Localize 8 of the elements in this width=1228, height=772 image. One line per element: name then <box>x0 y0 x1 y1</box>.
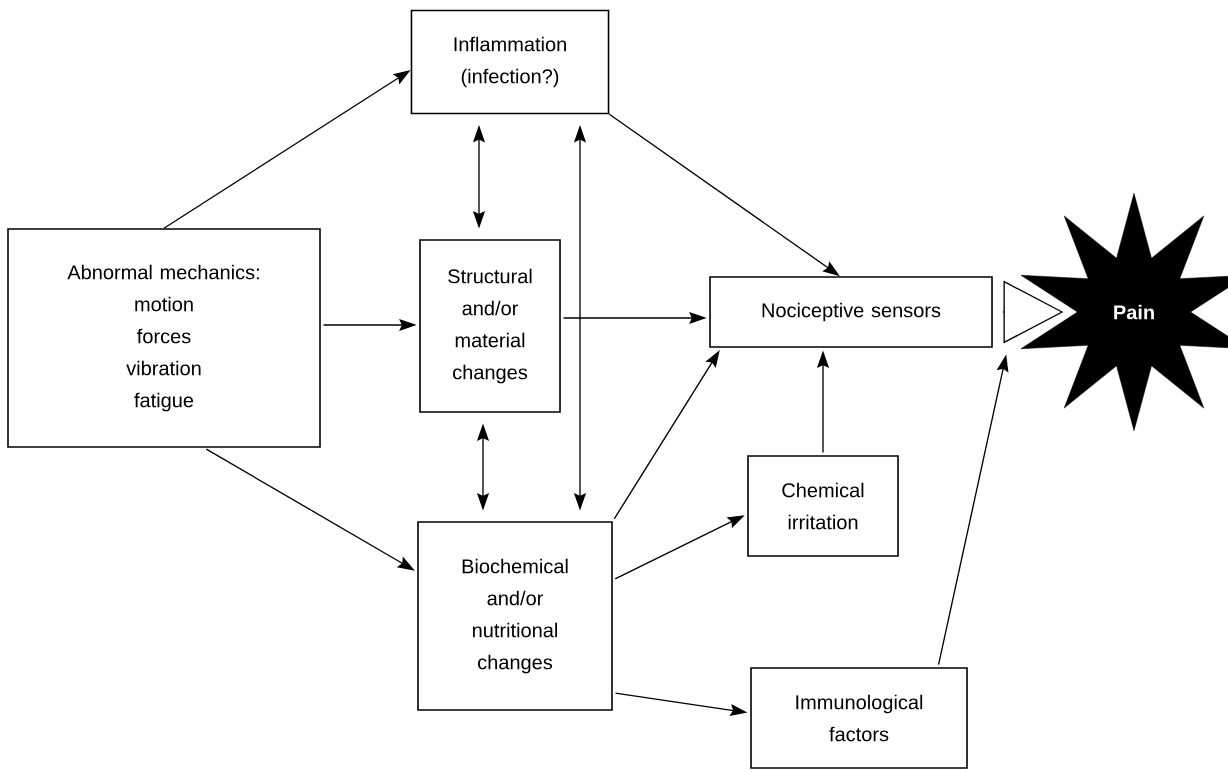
process-box: Nociceptive sensors <box>709 276 993 348</box>
process-box: Inflammation (infection?) <box>410 9 610 115</box>
process-box: Abnormal mechanics: motion forces vibration fatigue <box>7 228 321 448</box>
process-box: Chemical irritation <box>747 455 899 557</box>
process-box: Structural and/or material changes <box>419 239 561 413</box>
process-box: Biochemical and/or nutritional changes <box>417 521 613 711</box>
starburst: Pain <box>1020 192 1228 432</box>
process-box: Immunological factors <box>750 667 968 769</box>
